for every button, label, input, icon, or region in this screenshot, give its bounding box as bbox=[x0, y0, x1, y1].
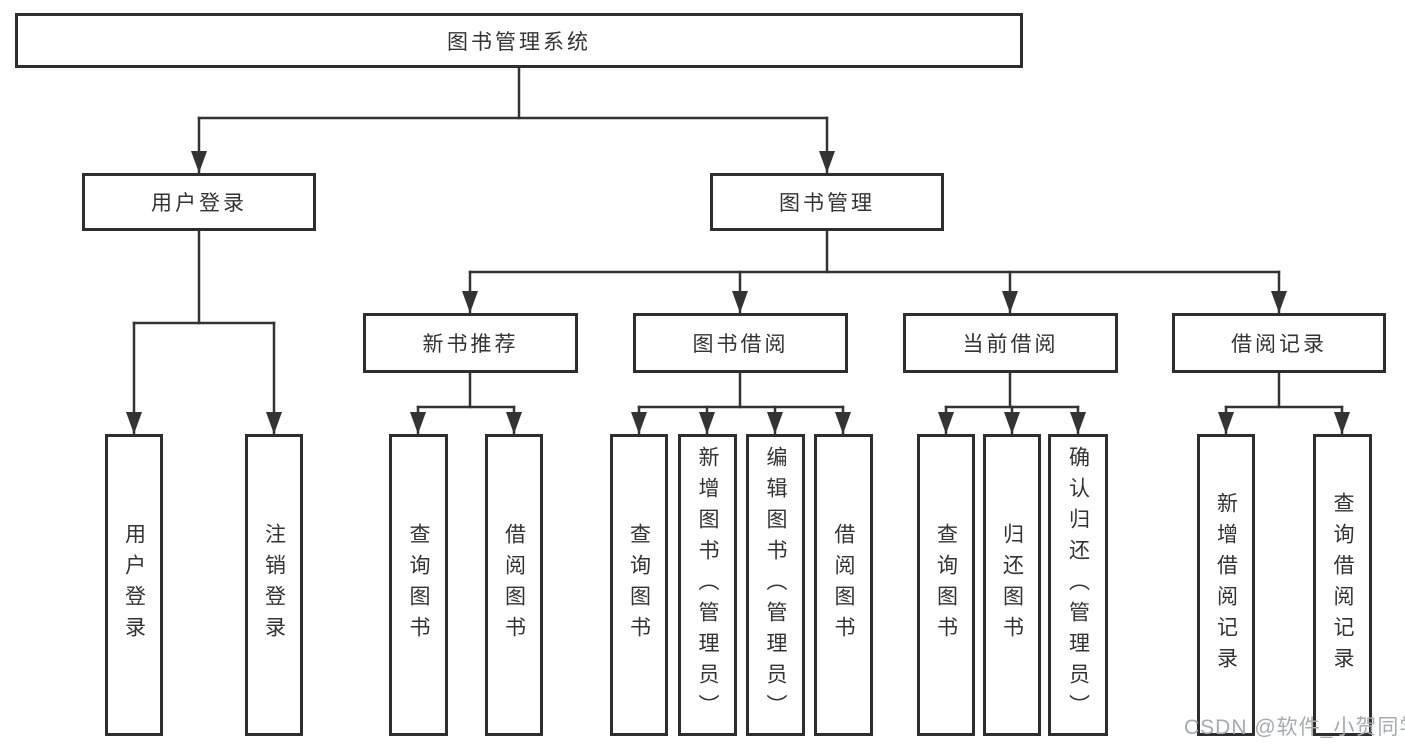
node-leaf-query-borrow-record: 查询借阅记录 bbox=[1313, 434, 1372, 736]
node-leaf-add-borrow-record: 新增借阅记录 bbox=[1197, 434, 1255, 736]
node-leaf-return-books: 归还图书 bbox=[983, 434, 1041, 736]
node-borrowing-records: 借阅记录 bbox=[1172, 313, 1386, 373]
node-leaf-borrow-books-1: 借阅图书 bbox=[485, 434, 543, 736]
node-leaf-add-books-admin: 新增图书（管理员） bbox=[678, 434, 737, 736]
watermark-text: CSDN @软件_小贺同学 bbox=[1184, 716, 1405, 739]
node-leaf-user-login: 用户登录 bbox=[105, 434, 163, 736]
node-leaf-query-books-3: 查询图书 bbox=[917, 434, 975, 736]
node-leaf-query-books-2: 查询图书 bbox=[610, 434, 668, 736]
node-leaf-logout: 注销登录 bbox=[245, 434, 303, 736]
node-book-borrowing: 图书借阅 bbox=[633, 313, 848, 373]
node-leaf-query-books-1: 查询图书 bbox=[389, 434, 448, 736]
node-current-borrowing: 当前借阅 bbox=[903, 313, 1118, 373]
node-new-book-recommendation: 新书推荐 bbox=[363, 313, 578, 373]
node-book-management: 图书管理 bbox=[710, 173, 944, 231]
node-leaf-confirm-return-admin: 确认归还（管理员） bbox=[1048, 434, 1108, 736]
node-leaf-edit-books-admin: 编辑图书（管理员） bbox=[746, 434, 805, 736]
node-user-login: 用户登录 bbox=[82, 173, 316, 231]
node-library-management-system: 图书管理系统 bbox=[15, 13, 1023, 68]
node-leaf-borrow-books-2: 借阅图书 bbox=[814, 434, 873, 736]
